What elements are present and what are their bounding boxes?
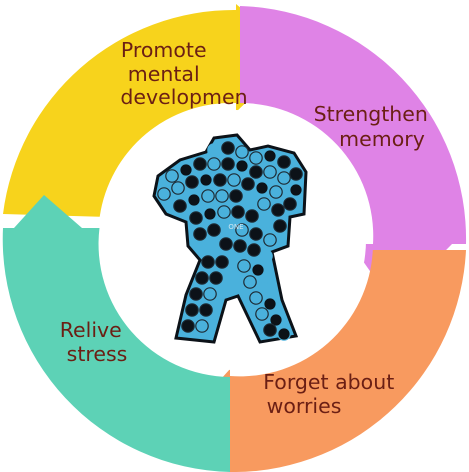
pop-it-bubble bbox=[227, 173, 241, 187]
pop-it-bubble bbox=[187, 193, 201, 207]
pop-it-bubble bbox=[263, 233, 277, 247]
pop-it-bubble bbox=[201, 255, 215, 269]
pop-it-bubble bbox=[277, 171, 291, 185]
pop-it-bubble bbox=[221, 157, 235, 171]
pop-it-bubble bbox=[195, 271, 209, 285]
pop-it-bubble bbox=[199, 303, 213, 317]
pop-it-bubble bbox=[203, 287, 217, 301]
segment-forget-about-worries bbox=[183, 250, 466, 472]
pop-it-bubble bbox=[193, 157, 207, 171]
pop-it-bubble bbox=[245, 209, 259, 223]
pop-it-bubble bbox=[203, 207, 217, 221]
pop-it-bubble bbox=[217, 205, 231, 219]
pop-it-bubble bbox=[251, 263, 265, 277]
pop-it-bubble bbox=[201, 189, 215, 203]
pop-it-bubble bbox=[273, 219, 287, 233]
label-forget-about-worries: Forget about worries bbox=[263, 370, 401, 418]
pop-it-bubble bbox=[189, 211, 203, 225]
pop-it-bubble bbox=[249, 227, 263, 241]
pop-it-bubble bbox=[185, 303, 199, 317]
pop-it-bubble bbox=[221, 141, 235, 155]
pop-it-bubble bbox=[263, 165, 277, 179]
pop-it-bubble bbox=[207, 223, 221, 237]
pop-it-bubble bbox=[241, 177, 255, 191]
pop-it-bubble bbox=[195, 319, 209, 333]
pop-it-bubble bbox=[235, 223, 249, 237]
pop-it-bubble bbox=[233, 239, 247, 253]
robot-logo-mark: ONE bbox=[228, 223, 243, 231]
pop-it-bubble bbox=[277, 327, 291, 341]
pop-it-bubble bbox=[277, 155, 291, 169]
pop-it-bubble bbox=[255, 307, 269, 321]
pop-it-bubble bbox=[257, 197, 271, 211]
pop-it-bubble bbox=[207, 143, 221, 157]
pop-it-bubble bbox=[171, 181, 185, 195]
pop-it-bubble bbox=[289, 167, 303, 181]
pop-it-bubble bbox=[235, 145, 249, 159]
pop-it-bubble bbox=[219, 237, 233, 251]
pop-it-bubble bbox=[259, 215, 273, 229]
pop-it-bubble bbox=[209, 271, 223, 285]
pop-it-bubble bbox=[181, 319, 195, 333]
pop-it-bubble bbox=[237, 259, 251, 273]
pop-it-bubble bbox=[255, 181, 269, 195]
pop-it-bubble bbox=[213, 173, 227, 187]
pop-it-bubble bbox=[289, 183, 303, 197]
pop-it-bubble bbox=[207, 157, 221, 171]
pop-it-bubble bbox=[179, 163, 193, 177]
pop-it-bubble bbox=[205, 239, 219, 253]
pop-it-bubble bbox=[249, 165, 263, 179]
pop-it-bubble bbox=[243, 193, 257, 207]
pop-it-bubble bbox=[165, 169, 179, 183]
pop-it-bubble bbox=[243, 275, 257, 289]
pop-it-bubble bbox=[263, 149, 277, 163]
pop-it-bubble bbox=[193, 227, 207, 241]
pop-it-bubble bbox=[189, 287, 203, 301]
robot-toy-image: ONE bbox=[152, 133, 308, 344]
pop-it-bubble bbox=[221, 221, 235, 235]
pop-it-bubble bbox=[215, 189, 229, 203]
segment-promote-mental-development bbox=[3, 4, 297, 217]
pop-it-bubble bbox=[215, 255, 229, 269]
pop-it-bubble bbox=[263, 323, 277, 337]
pop-it-bubble bbox=[259, 249, 273, 263]
segment-strengthen-memory bbox=[240, 6, 467, 304]
pop-it-bubble bbox=[199, 173, 213, 187]
pop-it-bubble bbox=[231, 205, 245, 219]
pop-it-bubble bbox=[271, 203, 285, 217]
pop-it-bubble bbox=[185, 175, 199, 189]
label-relive-stress: Relive stress bbox=[60, 318, 129, 366]
label-strengthen-memory: Strengthen memory bbox=[314, 102, 435, 151]
pop-it-bubble bbox=[249, 151, 263, 165]
pop-it-bubble bbox=[235, 159, 249, 173]
pop-it-bubble bbox=[249, 291, 263, 305]
pop-it-bubble bbox=[173, 199, 187, 213]
pop-it-bubble bbox=[269, 185, 283, 199]
pop-it-bubble bbox=[269, 313, 283, 327]
pop-it-bubble bbox=[263, 297, 277, 311]
pop-it-bubbles bbox=[157, 141, 303, 341]
pop-it-bubble bbox=[229, 189, 243, 203]
label-promote-mental-development: Promote mental developmen bbox=[120, 38, 247, 109]
segment-relive-stress bbox=[2, 195, 230, 472]
pop-it-bubble bbox=[257, 281, 271, 295]
pop-it-bubble bbox=[247, 243, 261, 257]
pop-it-bubble bbox=[157, 187, 171, 201]
pop-it-bubble bbox=[283, 197, 297, 211]
